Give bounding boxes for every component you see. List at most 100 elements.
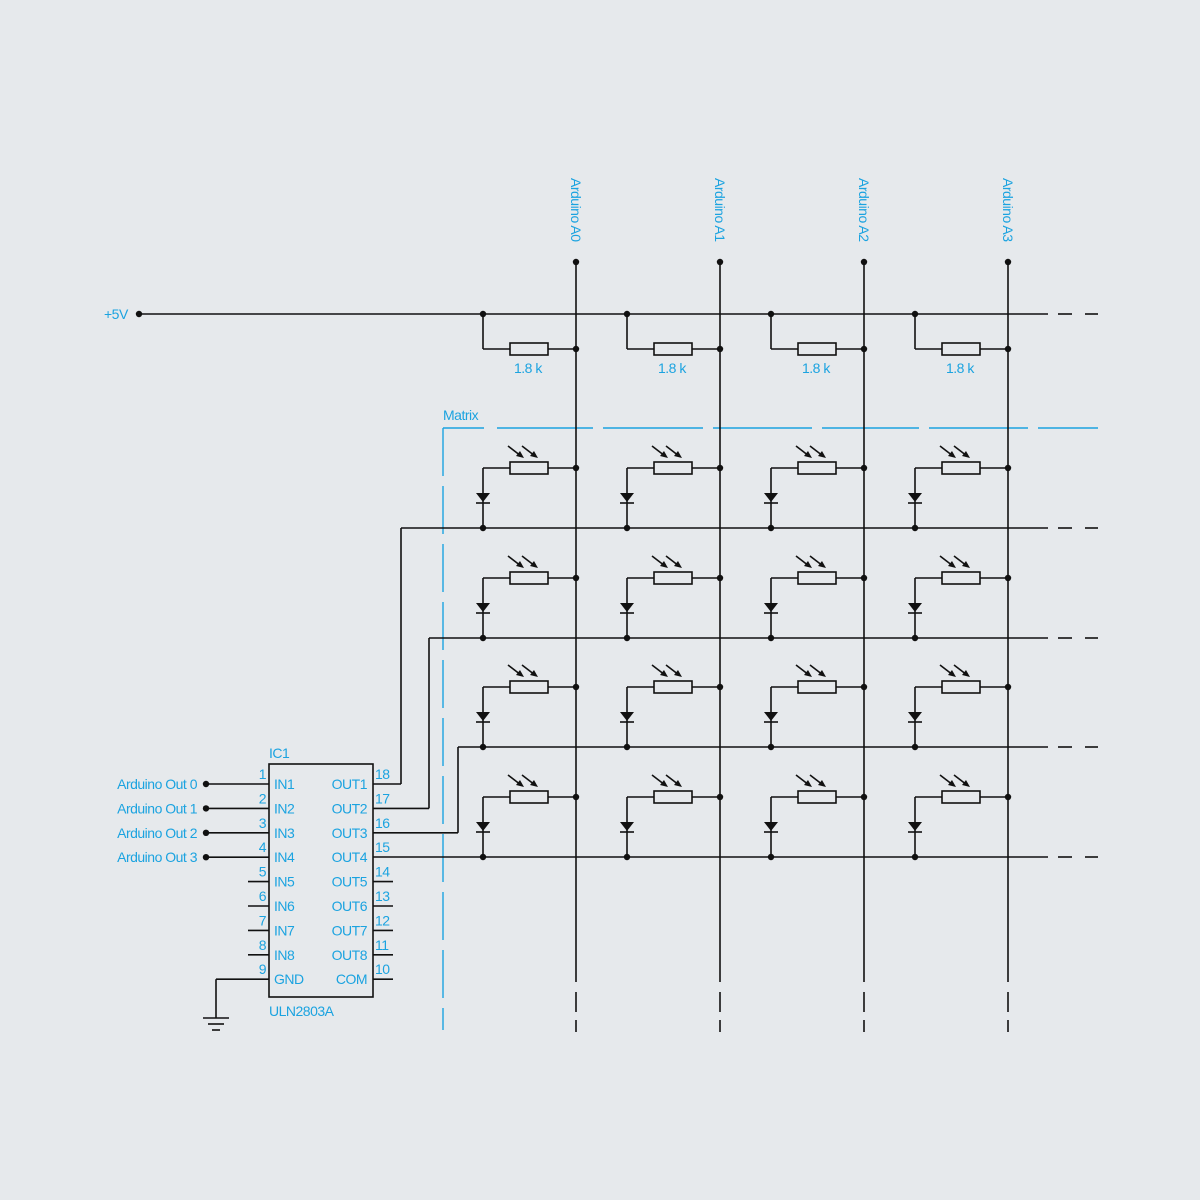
junction-dot bbox=[572, 345, 580, 353]
column-label: Arduino A0 bbox=[568, 178, 584, 242]
photoresistor bbox=[509, 790, 549, 804]
resistor-value-label: 1.8 k bbox=[946, 360, 975, 376]
light-arrow-head bbox=[660, 451, 668, 458]
junction-dot bbox=[860, 464, 868, 472]
junction-dot bbox=[1004, 683, 1012, 691]
photoresistor bbox=[941, 790, 981, 804]
pin-number: 8 bbox=[259, 937, 267, 953]
pin-name: OUT7 bbox=[332, 922, 368, 938]
photoresistor bbox=[797, 571, 837, 585]
pin-name: IN1 bbox=[274, 776, 295, 792]
input-label: Arduino Out 2 bbox=[117, 825, 198, 841]
pin-number: 18 bbox=[375, 766, 390, 782]
junction-dot bbox=[716, 574, 724, 582]
supply-label: +5V bbox=[104, 306, 129, 322]
pin-number: 10 bbox=[375, 961, 390, 977]
pin-number: 4 bbox=[259, 839, 267, 855]
light-arrow-head bbox=[530, 670, 538, 677]
pin-number: 1 bbox=[259, 766, 267, 782]
light-arrow-head bbox=[674, 451, 682, 458]
diode-icon bbox=[476, 603, 490, 612]
column-label: Arduino A1 bbox=[712, 178, 728, 242]
pin-name: IN8 bbox=[274, 947, 295, 963]
junction-dot bbox=[1004, 574, 1012, 582]
pin-name: OUT3 bbox=[332, 825, 368, 841]
pin-name: IN5 bbox=[274, 874, 295, 890]
matrix-label: Matrix bbox=[443, 407, 479, 423]
pin-number: 14 bbox=[375, 864, 390, 880]
junction-dot bbox=[572, 683, 580, 691]
light-arrow-head bbox=[804, 670, 812, 677]
pin-name: IN3 bbox=[274, 825, 295, 841]
junction-dot bbox=[716, 464, 724, 472]
photoresistor bbox=[509, 571, 549, 585]
input-label: Arduino Out 0 bbox=[117, 776, 198, 792]
diode-icon bbox=[476, 822, 490, 831]
pin-name: OUT1 bbox=[332, 776, 368, 792]
junction-dot bbox=[1004, 345, 1012, 353]
light-arrow-head bbox=[516, 561, 524, 568]
light-arrow-head bbox=[948, 780, 956, 787]
pullup-resistor bbox=[941, 342, 981, 356]
junction-dot bbox=[860, 345, 868, 353]
diode-icon bbox=[476, 493, 490, 502]
light-arrow-head bbox=[962, 451, 970, 458]
column-label: Arduino A3 bbox=[1000, 178, 1016, 242]
light-arrow-head bbox=[948, 451, 956, 458]
junction-dot bbox=[860, 683, 868, 691]
junction-dot bbox=[572, 464, 580, 472]
pin-name: OUT6 bbox=[332, 898, 368, 914]
input-label: Arduino Out 3 bbox=[117, 849, 198, 865]
photoresistor bbox=[653, 680, 693, 694]
pin-number: 3 bbox=[259, 815, 267, 831]
diode-icon bbox=[908, 822, 922, 831]
pin-number: 9 bbox=[259, 961, 267, 977]
light-arrow-head bbox=[530, 780, 538, 787]
photoresistor bbox=[941, 571, 981, 585]
light-arrow-head bbox=[530, 451, 538, 458]
pin-name: OUT5 bbox=[332, 874, 368, 890]
junction-dot bbox=[716, 345, 724, 353]
light-arrow-head bbox=[516, 780, 524, 787]
photoresistor bbox=[509, 680, 549, 694]
pullup-resistor bbox=[653, 342, 693, 356]
pin-number: 6 bbox=[259, 888, 267, 904]
diode-icon bbox=[620, 712, 634, 721]
light-arrow-head bbox=[948, 561, 956, 568]
light-arrow-head bbox=[962, 780, 970, 787]
pin-name: IN4 bbox=[274, 849, 295, 865]
light-arrow-head bbox=[674, 670, 682, 677]
light-arrow-head bbox=[804, 561, 812, 568]
light-arrow-head bbox=[818, 451, 826, 458]
diode-icon bbox=[620, 603, 634, 612]
light-arrow-head bbox=[962, 670, 970, 677]
pin-number: 15 bbox=[375, 839, 390, 855]
pin-number: 17 bbox=[375, 790, 390, 806]
pin-name: IN2 bbox=[274, 800, 295, 816]
pin-number: 7 bbox=[259, 912, 267, 928]
diode-icon bbox=[764, 822, 778, 831]
resistor-value-label: 1.8 k bbox=[514, 360, 543, 376]
pin-name: IN6 bbox=[274, 898, 295, 914]
light-arrow-head bbox=[530, 561, 538, 568]
column-label: Arduino A2 bbox=[856, 178, 872, 242]
pin-name: COM bbox=[336, 971, 367, 987]
input-label: Arduino Out 1 bbox=[117, 800, 198, 816]
diode-icon bbox=[764, 493, 778, 502]
pin-number: 13 bbox=[375, 888, 390, 904]
junction-dot bbox=[1004, 793, 1012, 801]
pullup-resistor bbox=[509, 342, 549, 356]
light-arrow-head bbox=[818, 561, 826, 568]
light-arrow-head bbox=[948, 670, 956, 677]
resistor-value-label: 1.8 k bbox=[802, 360, 831, 376]
photoresistor bbox=[797, 461, 837, 475]
diode-icon bbox=[908, 493, 922, 502]
light-arrow-head bbox=[818, 670, 826, 677]
pin-number: 11 bbox=[375, 937, 389, 953]
pullup-resistor bbox=[797, 342, 837, 356]
light-arrow-head bbox=[962, 561, 970, 568]
light-arrow-head bbox=[804, 451, 812, 458]
pin-number: 16 bbox=[375, 815, 390, 831]
light-arrow-head bbox=[804, 780, 812, 787]
